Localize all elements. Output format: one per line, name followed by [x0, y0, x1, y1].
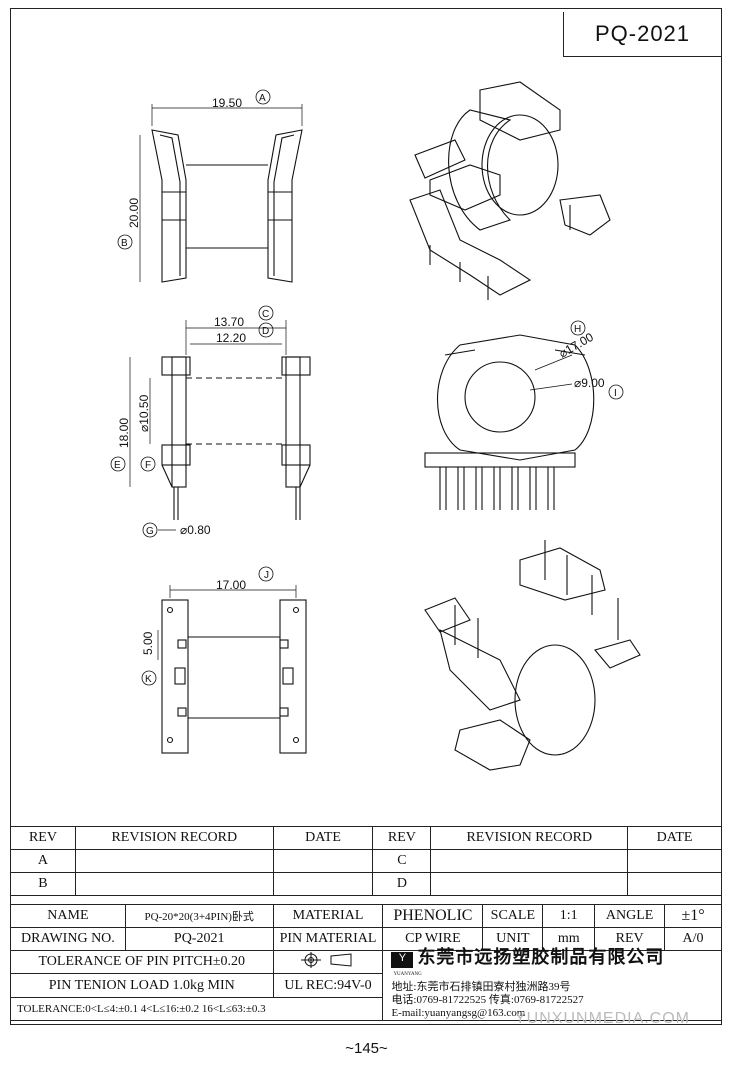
callout-i — [608, 384, 624, 400]
dim-b-text: 20.00 — [127, 198, 141, 228]
dim-g-text: ⌀0.80 — [180, 523, 211, 537]
revision-table: REV REVISION RECORD DATE REV REVISION RE… — [10, 826, 722, 896]
rev-value: A/0 — [664, 927, 722, 951]
callout-h — [570, 320, 586, 336]
dim-d-text: 12.20 — [216, 331, 246, 345]
company-address: 地址:东莞市石排镇田寮村独洲路39号 — [391, 981, 571, 994]
callout-h-label: H — [574, 324, 581, 335]
record-cell — [74, 872, 274, 896]
callout-f-label: F — [145, 460, 151, 471]
date-cell — [272, 872, 374, 896]
scale-label: SCALE — [482, 904, 544, 928]
angle-value: ±1° — [664, 904, 722, 928]
date-cell — [627, 849, 722, 873]
technical-drawing: 19.50 A 20.00 B 13.70 C 12.20 D 18.00 E … — [110, 81, 641, 771]
dim-e-text: 18.00 — [117, 418, 131, 448]
callout-j-label: J — [264, 570, 269, 581]
dim-k-text: 5.00 — [141, 631, 155, 655]
pin-material-label: PIN MATERIAL — [272, 927, 384, 951]
record-cell — [74, 849, 274, 873]
revision-record-header: REVISION RECORD — [74, 826, 274, 850]
ul-rec: UL REC:94V-0 — [272, 973, 384, 998]
callout-g — [142, 522, 158, 538]
callout-d — [258, 322, 274, 338]
front-view — [129, 320, 311, 520]
company-phone: 电话:0769-81722525 传真:0769-81722527 — [391, 994, 584, 1007]
name-value: PQ-20*20(3+4PIN)卧式 — [124, 904, 274, 928]
rev-cell: A — [10, 849, 76, 873]
isometric-view-bottom — [424, 540, 641, 771]
side-view — [139, 104, 303, 283]
drawing-sheet — [10, 8, 722, 1025]
front-round-view — [424, 334, 595, 510]
callout-e-label: E — [114, 460, 121, 471]
material-label: MATERIAL — [272, 904, 384, 928]
dim-j-text: 17.00 — [216, 578, 246, 592]
dim-i-text: ⌀9.00 — [574, 376, 605, 390]
callout-j — [258, 566, 274, 582]
rev-cell: D — [372, 872, 432, 896]
date-header: DATE — [627, 826, 722, 850]
callout-c — [258, 305, 274, 321]
company-email: E-mail:yuanyangsg@163.com — [391, 1007, 526, 1020]
record-cell — [430, 872, 629, 896]
drawing-no-value: PQ-2021 — [124, 927, 274, 951]
bottom-view — [157, 585, 307, 754]
rev-cell: C — [372, 849, 432, 873]
rev-cell: B — [10, 872, 76, 896]
watermark: YUNXUNMEDIA.COM — [515, 1010, 691, 1027]
company-logo: Y — [391, 952, 414, 969]
callout-a-label: A — [259, 93, 266, 104]
dim-c-text: 13.70 — [214, 315, 244, 329]
part-number-box: PQ-2021 — [563, 12, 721, 57]
table-row: B D — [10, 872, 722, 896]
callout-c-label: C — [262, 309, 269, 320]
projection-symbol — [272, 949, 384, 975]
date-header: DATE — [272, 826, 374, 850]
logo-caption: YUANYANG — [393, 972, 422, 978]
tolerance-general: TOLERANCE:0<L≤4:±0.1 4<L≤16:±0.2 16<L≤63… — [9, 996, 384, 1022]
projection-icon — [300, 951, 352, 968]
revision-record-header: REVISION RECORD — [430, 826, 629, 850]
material-value: PHENOLIC — [382, 904, 484, 928]
record-cell — [430, 849, 629, 873]
callout-g-label: G — [146, 526, 154, 537]
table-row: A C — [10, 849, 722, 873]
tolerance-pitch: TOLERANCE OF PIN PITCH±0.20 — [10, 949, 274, 975]
rev-header: REV — [10, 826, 76, 850]
callout-i-label: I — [614, 388, 617, 399]
drawing-no-label: DRAWING NO. — [10, 927, 126, 951]
dim-f-text: ⌀10.50 — [137, 394, 151, 432]
callout-f — [140, 456, 156, 472]
callout-b-label: B — [121, 238, 128, 249]
angle-label: ANGLE — [594, 904, 666, 928]
callout-k-label: K — [145, 674, 152, 685]
dim-a-text: 19.50 — [212, 96, 242, 110]
callout-e — [110, 456, 126, 472]
scale-value: 1:1 — [542, 904, 596, 928]
callout-k — [141, 670, 157, 686]
date-cell — [272, 849, 374, 873]
pin-material-value: CP WIRE — [382, 927, 484, 951]
date-cell — [627, 872, 722, 896]
page-number: ~145~ — [345, 1040, 388, 1057]
name-label: NAME — [10, 904, 126, 928]
rev-header: REV — [372, 826, 432, 850]
isometric-view-top — [409, 81, 611, 300]
callout-d-label: D — [262, 326, 269, 337]
company-name: 东莞市远扬塑胶制品有限公司 — [417, 947, 665, 968]
title-block: NAME PQ-20*20(3+4PIN)卧式 MATERIAL PHENOLI… — [9, 904, 722, 1022]
pin-tension: PIN TENION LOAD 1.0kg MIN — [10, 973, 274, 998]
callout-b — [117, 234, 133, 250]
callout-a — [255, 89, 271, 105]
